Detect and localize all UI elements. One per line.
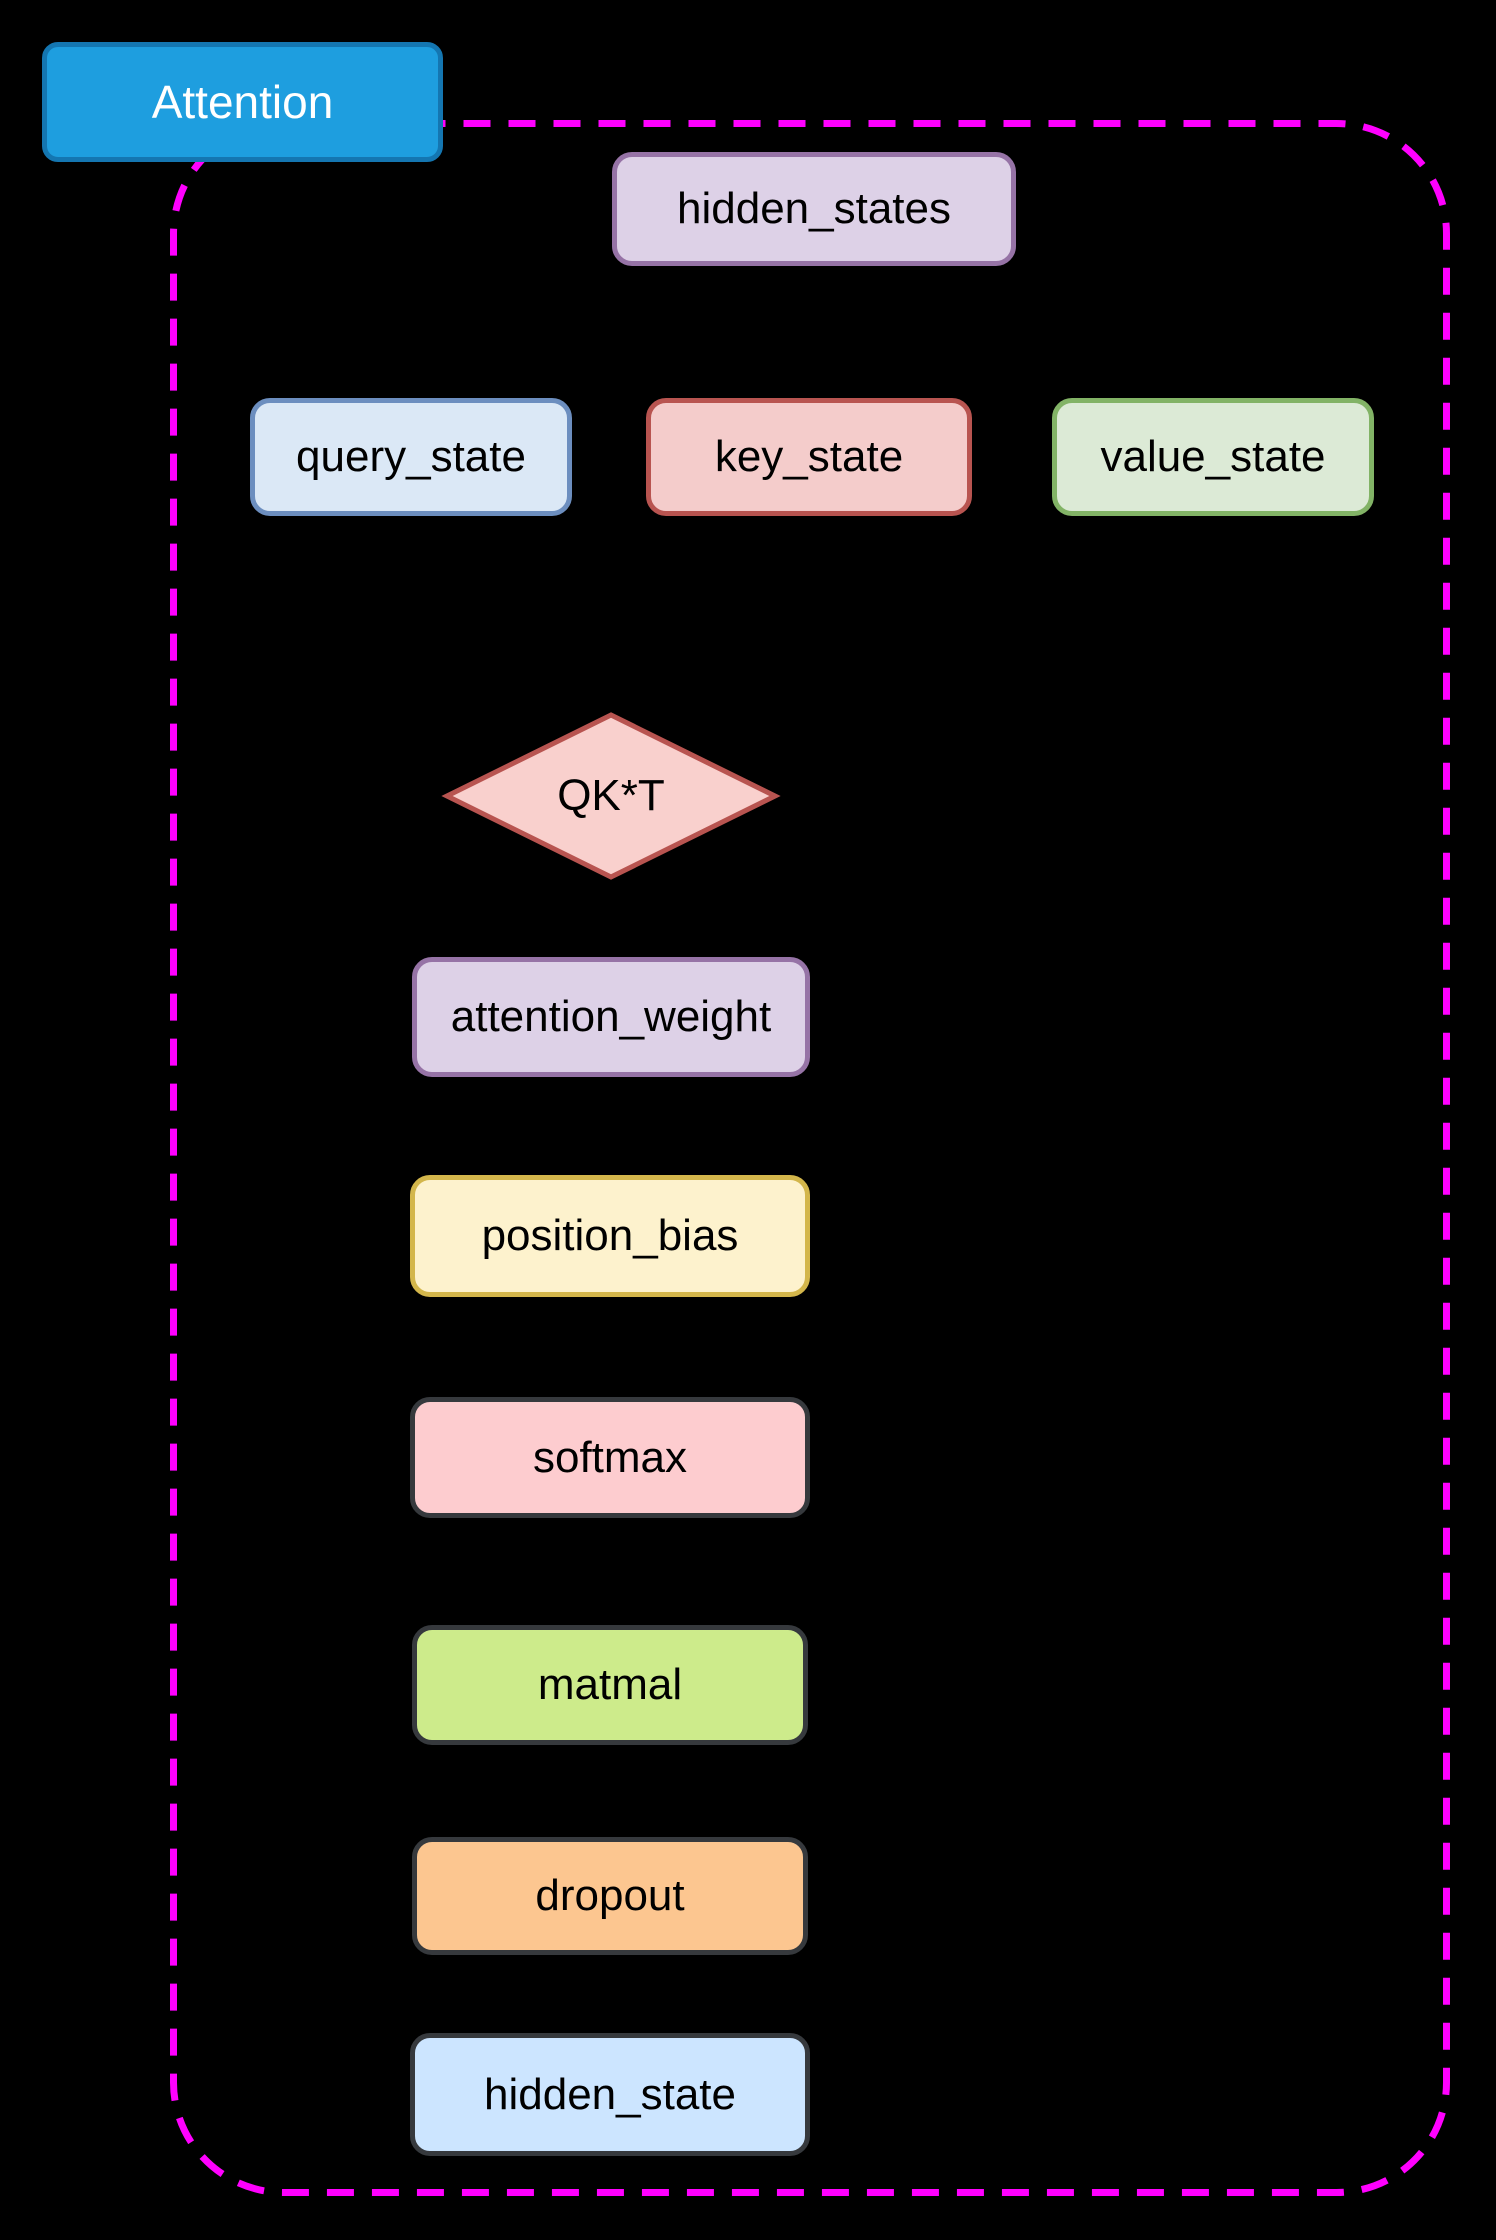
node-hidden-state: hidden_state [410,2033,810,2156]
node-position-bias: position_bias [410,1175,810,1297]
node-dropout: dropout [412,1837,808,1955]
node-qkt-label: QK*T [557,771,665,820]
node-query-state: query_state [250,398,572,516]
node-hidden-state-label: hidden_state [484,2069,736,2119]
node-dropout-label: dropout [535,1871,685,1920]
node-hidden-states: hidden_states [612,152,1016,266]
node-attention-weight: attention_weight [412,957,810,1077]
node-matmal-label: matmal [537,1660,683,1709]
node-key-state-label: key_state [714,432,904,481]
node-value-state-label: value_state [1100,432,1326,481]
node-query-state-label: query_state [296,432,526,481]
node-position-bias-label: position_bias [481,1211,739,1260]
node-attention-weight-label: attention_weight [450,992,772,1041]
node-softmax-label: softmax [532,1432,688,1482]
qkt-diamond-shape [441,712,781,880]
attention-title-box: Attention [42,42,443,162]
node-softmax: softmax [410,1397,810,1518]
node-key-state: key_state [646,398,972,516]
node-matmal: matmal [412,1625,808,1745]
node-value-state: value_state [1052,398,1374,516]
attention-title-label: Attention [151,76,334,128]
node-qkt-diamond: QK*T [447,715,775,877]
node-hidden-states-label: hidden_states [677,184,951,233]
